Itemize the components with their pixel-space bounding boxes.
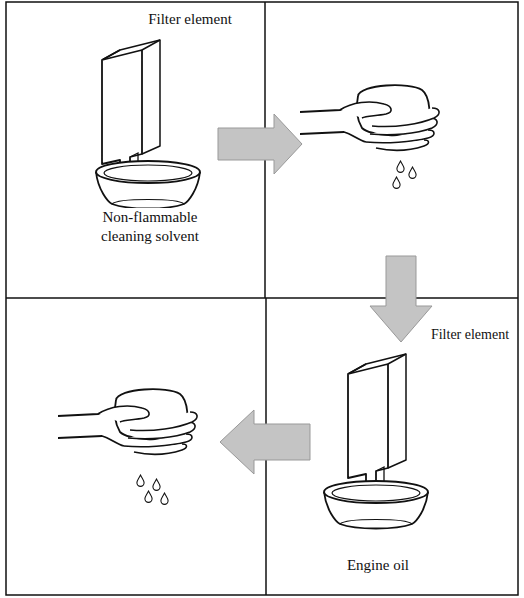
drop (145, 491, 152, 502)
solvent-bowl (96, 161, 200, 209)
label-text: Filter element (429, 326, 511, 344)
drop (161, 493, 168, 504)
oil-bowl (324, 481, 428, 529)
label-text: Filter element (146, 10, 234, 29)
label-text: Non-flammable cleaning solvent (87, 208, 213, 246)
process-arrow (370, 256, 432, 342)
hand-squeezing (58, 389, 197, 454)
process-arrow (218, 114, 302, 174)
process-arrow (220, 410, 310, 474)
filter-element (102, 40, 160, 176)
grid-frame (6, 2, 518, 595)
drop (409, 167, 416, 178)
drop (137, 475, 144, 486)
drop (397, 161, 404, 172)
drop (153, 479, 160, 490)
drop (393, 177, 400, 188)
hand-squeezing (300, 85, 439, 150)
filter-element (348, 354, 406, 490)
label-text: Engine oil (345, 556, 411, 575)
